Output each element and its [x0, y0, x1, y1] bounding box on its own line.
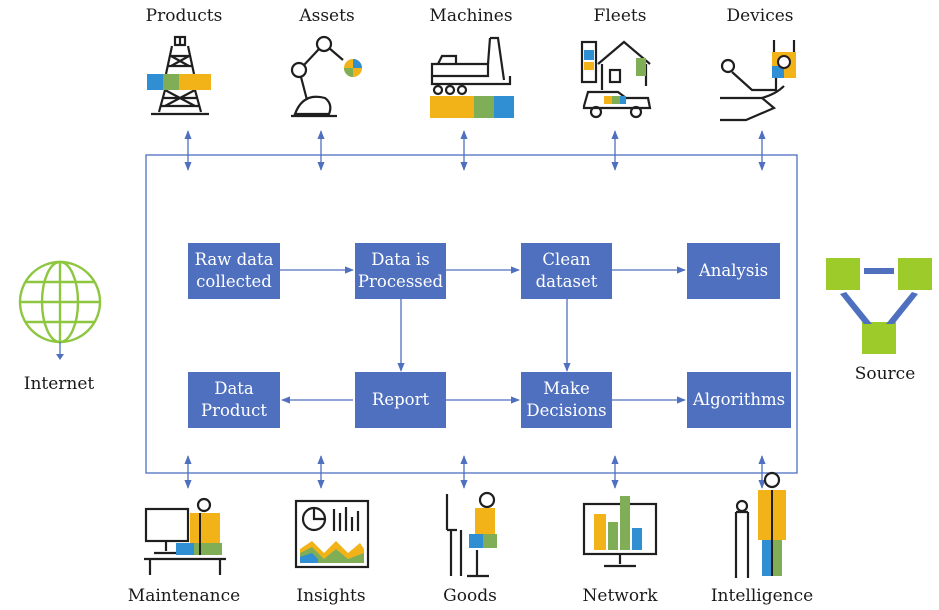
box-analysis-label: Analysis [698, 261, 769, 280]
label-goods: Goods [443, 586, 497, 606]
box-clean-dataset: Clean dataset [521, 243, 612, 299]
box-data-product-label: Data Product [201, 379, 267, 420]
box-clean-dataset-label: Clean dataset [535, 250, 598, 291]
label-intelligence: Intelligence [710, 586, 814, 606]
box-report: Report [355, 372, 446, 428]
label-internet: Internet [23, 374, 95, 394]
box-make-decisions-label: Make Decisions [526, 379, 607, 420]
label-assets: Assets [299, 6, 355, 26]
box-data-processed-label: Data is Processed [357, 250, 444, 291]
source-network-icon [826, 258, 932, 354]
box-analysis: Analysis [687, 243, 780, 299]
box-algorithms-label: Algorithms [692, 390, 786, 409]
excavator-icon [430, 36, 514, 118]
globe-icon [18, 260, 102, 360]
robot-arm-icon [290, 35, 362, 118]
label-insights: Insights [296, 586, 366, 606]
system-frame [145, 154, 798, 474]
label-machines: Machines [429, 6, 513, 26]
label-devices: Devices [726, 6, 794, 26]
box-data-product: Data Product [188, 372, 280, 428]
dashboard-icon [294, 499, 370, 569]
label-products: Products [145, 6, 223, 26]
person-at-desk-icon [445, 491, 497, 578]
box-raw-data-label: Raw data collected [194, 250, 274, 291]
label-fleets: Fleets [593, 6, 647, 26]
oil-rig-icon [147, 35, 211, 116]
monitor-chart-icon [582, 496, 658, 568]
label-maintenance: Maintenance [127, 586, 241, 606]
label-source: Source [854, 364, 916, 384]
sensor-device-icon [720, 40, 796, 122]
truck-house-icon [580, 40, 652, 119]
box-algorithms: Algorithms [687, 372, 791, 428]
box-make-decisions: Make Decisions [521, 372, 612, 428]
box-raw-data: Raw data collected [188, 243, 280, 299]
box-report-label: Report [371, 390, 430, 409]
worker-desk-icon [144, 497, 226, 575]
box-data-processed: Data is Processed [355, 243, 446, 299]
scientist-icon [734, 471, 786, 578]
label-network: Network [582, 586, 658, 606]
